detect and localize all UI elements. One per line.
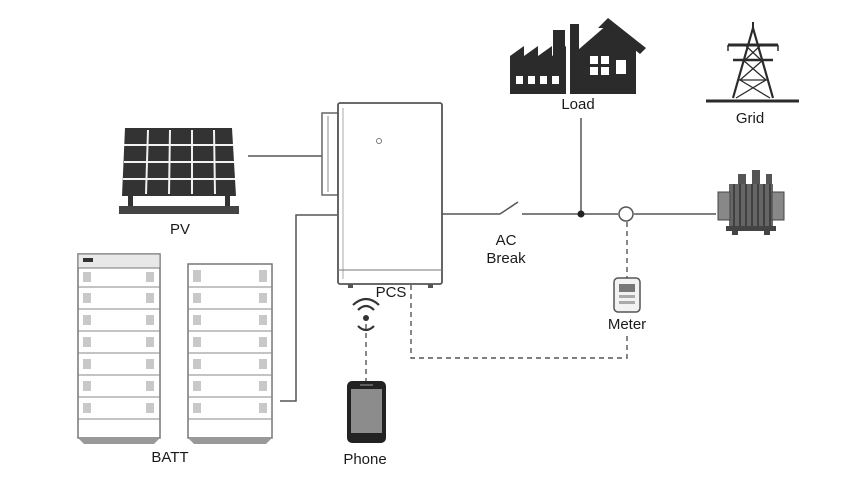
battery-stack-right-icon [187, 263, 273, 444]
transmission-tower-icon [706, 22, 799, 103]
load-label: Load [561, 96, 595, 113]
ac-break-label-line2: Break [486, 250, 526, 267]
communication-lines [365, 222, 628, 381]
pcs-label: PCS [375, 284, 407, 301]
wireless-signal-icon [352, 297, 380, 332]
phone-icon [347, 381, 386, 443]
breaker-switch-line [499, 201, 519, 215]
load-junction-dot [577, 210, 585, 218]
pcs-to-meter-comm-line [410, 285, 628, 359]
energy-meter-icon [613, 277, 641, 313]
meter-label: Meter [607, 316, 647, 333]
load-factory-house-icon [510, 18, 646, 94]
phone-label: Phone [343, 451, 387, 468]
grid-label: Grid [735, 110, 765, 127]
transformer-icon [717, 170, 785, 235]
batt-label: BATT [151, 449, 189, 466]
solar-panel-icon [119, 128, 239, 214]
pv-label: PV [169, 221, 190, 238]
ac-break-label-line1: AC [495, 232, 517, 249]
current-transformer-icon [618, 206, 634, 222]
battery-stack-left-icon [77, 253, 161, 444]
connection-lines [248, 118, 716, 402]
batt-to-pcs-line [280, 214, 337, 402]
pcs-inverter-icon [321, 102, 443, 288]
